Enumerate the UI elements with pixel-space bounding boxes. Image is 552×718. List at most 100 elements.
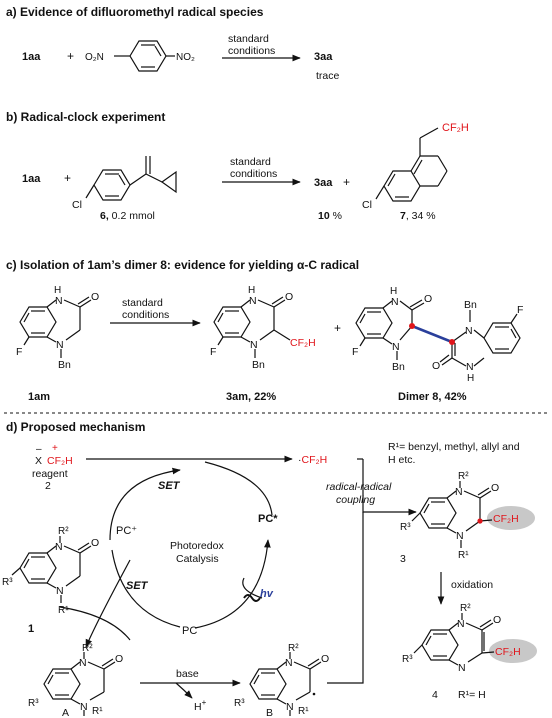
c-1am-n4: N <box>56 339 64 351</box>
d-pc-plus: PC⁺ <box>116 525 137 537</box>
d-reagent-x: X <box>35 455 42 467</box>
cycle-arc-left-bottom <box>111 549 181 628</box>
d-1-n1: N <box>55 541 63 553</box>
radical-clock-structure <box>85 156 177 201</box>
d-coupling-2: coupling <box>336 494 375 506</box>
d-4-r3: R³ <box>402 654 413 665</box>
b-product-label: 3aa <box>314 177 333 189</box>
d-4-note: R¹= H <box>458 689 486 701</box>
c-dimer-n5: N <box>465 325 473 337</box>
d-reagent-cf2h: CF₂H <box>47 455 73 467</box>
a-plus: + <box>67 49 74 63</box>
c-dimer-bn1: Bn <box>392 361 405 373</box>
d-1-r1: R¹ <box>58 605 69 616</box>
d-4-cf2h-bond <box>481 651 495 654</box>
c-dimer-f1: F <box>352 346 358 358</box>
d-3-cf2h: CF₂H <box>493 513 519 525</box>
dimer-8 <box>355 299 521 367</box>
d-1-r2: R² <box>58 526 69 537</box>
d-4-n1: N <box>457 618 465 630</box>
d-h: H <box>194 701 202 713</box>
b-byproduct-yield: , 34 % <box>406 210 436 222</box>
c-dimer-h2: H <box>467 373 474 384</box>
c-title-post: -C radical <box>304 258 359 272</box>
d-radical: ·CF₂H <box>298 454 327 466</box>
b-conditions-1: standard <box>230 156 271 168</box>
a-conditions-2: conditions <box>228 45 275 57</box>
a-product-label: 3aa <box>314 51 333 63</box>
d-1-label: 1 <box>28 623 34 635</box>
c-1am-f: F <box>16 346 22 358</box>
d-4-r2: R² <box>460 603 471 614</box>
c-dimer-o2: O <box>432 360 440 372</box>
d-a-n4: N <box>80 701 88 713</box>
c-1am-n1: N <box>55 295 63 307</box>
d-a-r3: R³ <box>28 698 39 709</box>
b-yield-3aa: 10 % <box>318 210 342 222</box>
quinoxalinone-3am <box>213 296 291 358</box>
c-dimer-f2: F <box>517 304 523 316</box>
d-a-o: O <box>115 653 123 665</box>
b-reactant-label: 1aa <box>22 173 41 185</box>
d-b-n4: N <box>286 701 294 713</box>
b-plus: + <box>64 171 71 185</box>
c-3am-n4: N <box>250 339 258 351</box>
d-set-1: SET <box>158 480 181 492</box>
d-pc-star: PC* <box>258 513 278 525</box>
cycle-arc-left <box>109 467 181 541</box>
d-b-r1: R¹ <box>298 706 309 717</box>
intermediate-a <box>43 652 116 716</box>
c-dimer-n8: N <box>466 361 474 373</box>
d-b-radical-dot <box>312 692 316 696</box>
c-3am-cf2h: CF₂H <box>290 337 316 349</box>
a-reagent-o2n: O₂N <box>85 52 104 63</box>
d-a-r2: R² <box>82 643 93 654</box>
d-reagent-plus: + <box>52 443 58 454</box>
a-reagent-no2: NO₂ <box>176 52 195 63</box>
d-hv: hv <box>260 588 274 600</box>
c-plus: + <box>334 321 341 335</box>
c-3am-n1: N <box>249 295 257 307</box>
d-4-cf2h-highlight <box>489 639 537 663</box>
c-title-pre: c) Isolation of 1am’s dimer 8: evidence … <box>6 258 297 272</box>
d-reagent-num: 2 <box>45 480 51 492</box>
d-note-r1-a: R¹= benzyl, methyl, allyl and <box>388 441 520 453</box>
d-pc: PC <box>182 625 197 637</box>
d-hv-arrow <box>242 577 263 599</box>
d-b-r2: R² <box>288 643 299 654</box>
d-oxidation: oxidation <box>451 579 493 591</box>
a-conditions-1: standard <box>228 33 269 45</box>
d-radical-group: CF₂H <box>302 454 328 466</box>
d-b-r3: R³ <box>234 698 245 709</box>
c-dimer-n4: N <box>392 341 400 353</box>
b-byproduct-cf2h: CF₂H <box>442 122 469 134</box>
d-1-r3: R³ <box>2 577 13 588</box>
dimer-radical-center-2 <box>449 339 455 345</box>
d-3-r3: R³ <box>400 522 411 533</box>
d-1-o: O <box>91 537 99 549</box>
c-dimer-n1: N <box>391 296 399 308</box>
d-3-n4: N <box>456 530 464 542</box>
b-byproduct-label: 7, 34 % <box>400 210 436 222</box>
c-1am-bn: Bn <box>58 359 71 371</box>
d-a-n1: N <box>79 657 87 669</box>
c-conditions-1: standard <box>122 297 163 309</box>
d-base: base <box>176 668 199 680</box>
dimer-radical-center-1 <box>409 323 415 329</box>
a-yield: trace <box>316 70 340 82</box>
d-note-r1-b: H etc. <box>388 454 415 466</box>
d-catalysis-1: Photoredox <box>170 540 224 552</box>
dinitrobenzene-ring <box>114 40 175 72</box>
c-dimer-label: Dimer 8, 42% <box>398 391 467 403</box>
cycle-arc-right-bottom <box>194 539 271 629</box>
d-a-label: A <box>62 707 69 718</box>
d-b-n1: N <box>285 657 293 669</box>
section-d-title: d) Proposed mechanism <box>6 420 145 434</box>
d-coupling-1: radical-radical <box>326 481 392 493</box>
dihydronaphthalene-structure <box>375 127 448 202</box>
d-4-label: 4 <box>432 689 438 701</box>
b-byproduct-id: 7 <box>400 210 406 222</box>
b-yield-3aa-num: 10 <box>318 210 330 222</box>
c-title-alpha: α <box>297 258 305 272</box>
